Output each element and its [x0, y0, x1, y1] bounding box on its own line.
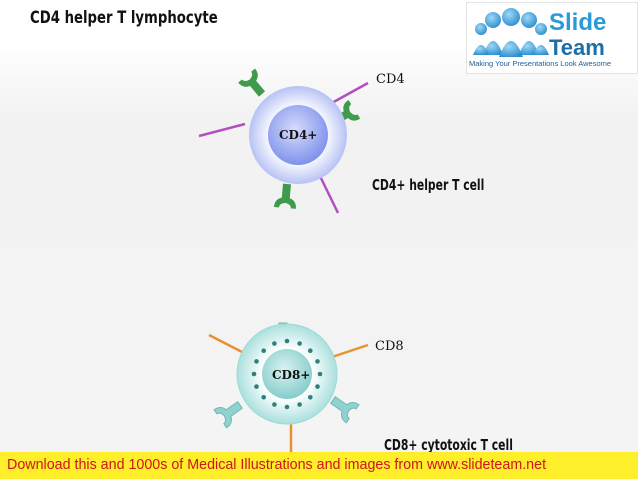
granule-dot [272, 341, 277, 346]
logo-team-text: Team [549, 35, 605, 60]
granule-dot [284, 404, 290, 410]
cd8-cytotoxic-t-cell [208, 322, 369, 452]
cd8-receptor-label: CD8 [375, 339, 404, 354]
slide-title: CD4 helper T lymphocyte [30, 8, 218, 28]
granule-dot [272, 402, 277, 407]
logo-tagline: Making Your Presentations Look Awesome [469, 59, 612, 68]
cd4-receptor-line [316, 171, 340, 214]
granule-dot [261, 395, 267, 400]
granule-dot [308, 348, 313, 354]
cd4-cell-nucleus [268, 105, 328, 165]
granule-dot [315, 384, 320, 389]
granule-dot [297, 402, 302, 407]
cd4-core-label: CD4+ [279, 128, 318, 142]
download-banner-text[interactable]: Download this and 1000s of Medical Illus… [7, 457, 547, 473]
cd8-receptor-line [328, 343, 369, 360]
granule-dot [308, 395, 313, 400]
granule-dot [315, 359, 320, 364]
cd8-granule-dots [251, 338, 323, 410]
granule-dot [297, 341, 302, 346]
logo-slide-text: Slide [549, 9, 607, 36]
cd4-receptor-line [198, 122, 246, 138]
cd4-receptor-label: CD4 [376, 72, 405, 87]
granule-dot [254, 359, 259, 364]
tcr-receptor [238, 68, 271, 102]
team-people-icon [473, 8, 549, 57]
download-banner[interactable]: Download this and 1000s of Medical Illus… [0, 452, 638, 479]
cd8-cell-nucleus [262, 349, 312, 399]
tcr-receptor [273, 183, 298, 209]
cd4-cell-label: CD4+ helper T cell [372, 176, 485, 194]
cd4-receptor-line [329, 81, 369, 106]
cd8-core-label: CD8+ [272, 368, 311, 382]
tcr-receptor [213, 395, 247, 429]
granule-dot [284, 338, 290, 344]
granule-dot [251, 371, 257, 377]
cd8-cell-label: CD8+ cytotoxic T cell [384, 436, 513, 454]
granule-dot [317, 371, 323, 377]
granule-dot [261, 348, 267, 354]
cd4-helper-t-cell [198, 68, 369, 214]
cd8-receptor-line [208, 333, 247, 356]
granule-dot [254, 384, 259, 389]
